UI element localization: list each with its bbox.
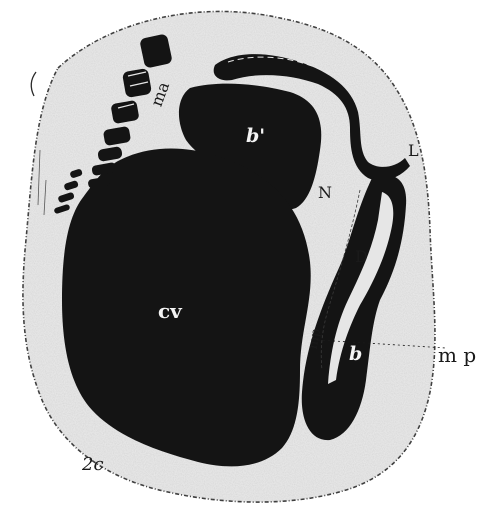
label-b-upper: b' <box>246 125 265 147</box>
label-n: N <box>318 183 332 202</box>
label-l: L <box>408 141 419 160</box>
segment-block <box>122 68 152 98</box>
label-cv: cv <box>158 299 183 323</box>
label-mp-outer: m p <box>438 343 476 367</box>
label-b-lower: b <box>349 343 362 365</box>
plate-number: 2c <box>81 454 104 475</box>
label-d: D <box>355 247 368 266</box>
edge-mark <box>31 72 36 96</box>
